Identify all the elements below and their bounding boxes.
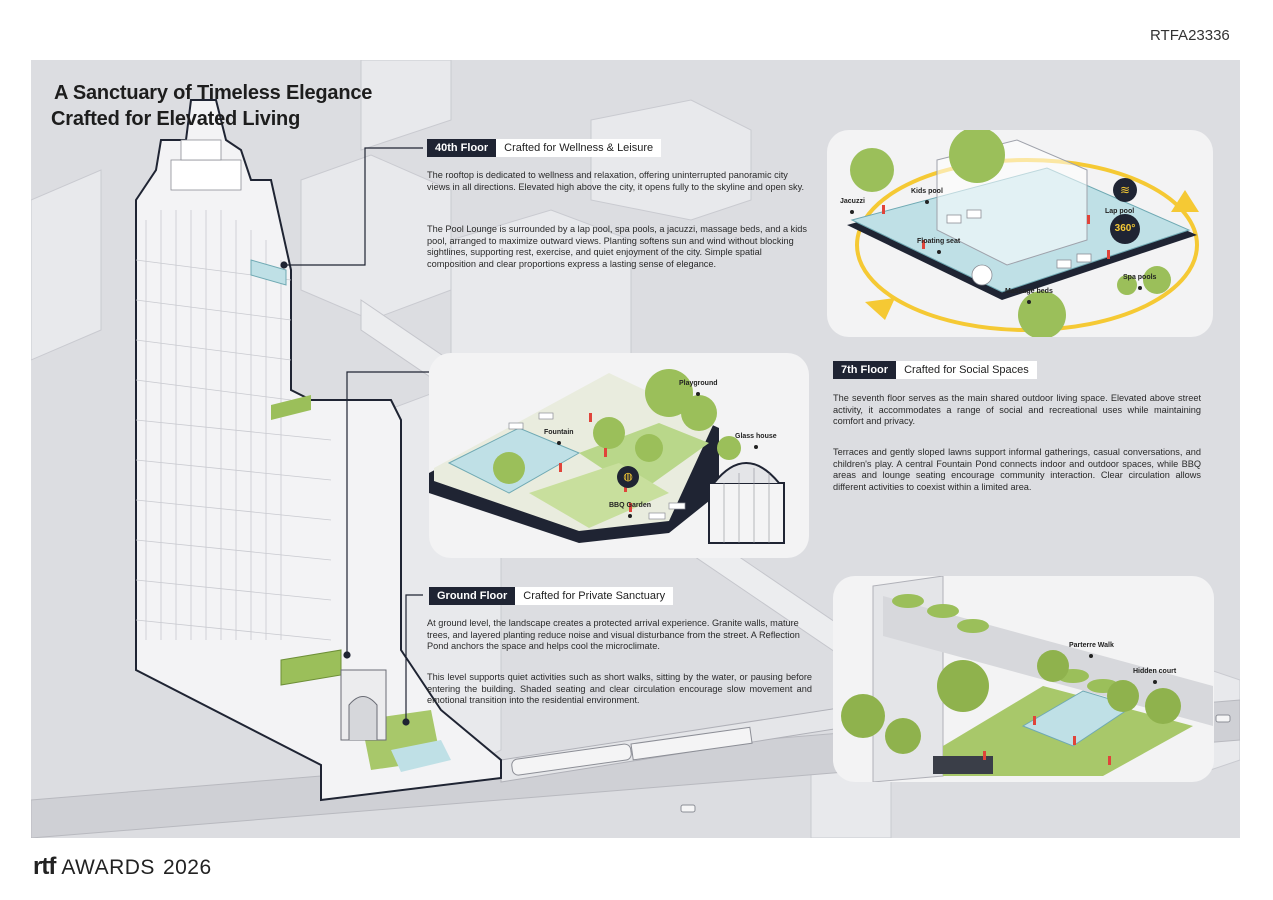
callout-kids-pool: Kids pool (911, 188, 943, 204)
callout-glass-house: Glass house (735, 433, 777, 449)
floor-7-para-1: The seventh floor serves as the main sha… (833, 393, 1201, 427)
ground-floor-label: Ground Floor Crafted for Private Sanctua… (429, 587, 674, 605)
project-code: RTFA23336 (1150, 27, 1230, 44)
callout-playground: Playground (679, 380, 718, 396)
ground-floor-para-1: At ground level, the landscape creates a… (427, 618, 800, 652)
floor-7-tag: 7th Floor (833, 361, 897, 379)
callout-massage-beds: Massage beds (1005, 288, 1053, 304)
callout-parterre-walk: Parterre Walk (1069, 642, 1114, 658)
callout-spa-pools: Spa pools (1123, 274, 1156, 290)
bbq-grill-icon: ◍ (617, 466, 639, 488)
floor-40-para-2: The Pool Lounge is surrounded by a lap p… (427, 224, 807, 269)
rooftop-axonometric (847, 130, 1199, 337)
floor-40-tag: 40th Floor (427, 139, 497, 157)
floor-7-label: 7th Floor Crafted for Social Spaces (833, 361, 1037, 379)
floor-7-para-2: Terraces and gently sloped lawns support… (833, 447, 1201, 492)
floor-7-subtitle: Crafted for Social Spaces (896, 361, 1037, 379)
social-garden-card: ◍ Playground Fountain Glass house BBQ Ga… (429, 353, 809, 558)
board-panel: A Sanctuary of Timeless Elegance Crafted… (31, 60, 1240, 838)
callout-lap-pool: Lap pool (1105, 208, 1134, 224)
floor-40-subtitle: Crafted for Wellness & Leisure (496, 139, 662, 157)
callout-fountain: Fountain (544, 429, 574, 445)
seventh-floor-axonometric (429, 369, 785, 544)
ground-landscape-card: Parterre Walk Hidden court (833, 576, 1214, 782)
rtf-awards-logo: rtf AWARDS 2026 (33, 853, 212, 881)
awards-year: 2026 (162, 856, 212, 879)
rtf-mark: rtf (33, 853, 56, 880)
callout-floating-seat: Floating seat (917, 238, 960, 254)
floor-40-label: 40th Floor Crafted for Wellness & Leisur… (427, 139, 662, 157)
pool-icon: ≋ (1113, 178, 1137, 202)
callout-hidden-court: Hidden court (1133, 668, 1176, 684)
callout-bbq-garden: BBQ Garden (609, 502, 651, 518)
ground-floor-para-2: This level supports quiet activities suc… (427, 672, 812, 706)
board-title: A Sanctuary of Timeless Elegance Crafted… (51, 80, 372, 132)
callout-jacuzzi: Jacuzzi (840, 198, 865, 214)
ground-floor-subtitle: Crafted for Private Sanctuary (515, 587, 674, 605)
ground-floor-tag: Ground Floor (429, 587, 516, 605)
rooftop-pool-card: ≋ 360° Jacuzzi Kids pool Floating seat L… (827, 130, 1213, 337)
ground-floor-axonometric (841, 576, 1213, 782)
title-line-2: Crafted for Elevated Living (51, 108, 301, 130)
title-line-1: A Sanctuary of Timeless Elegance (54, 82, 373, 104)
badge-360: 360° (1110, 214, 1140, 244)
awards-word: AWARDS (61, 856, 155, 879)
floor-40-para-1: The rooftop is dedicated to wellness and… (427, 170, 805, 192)
